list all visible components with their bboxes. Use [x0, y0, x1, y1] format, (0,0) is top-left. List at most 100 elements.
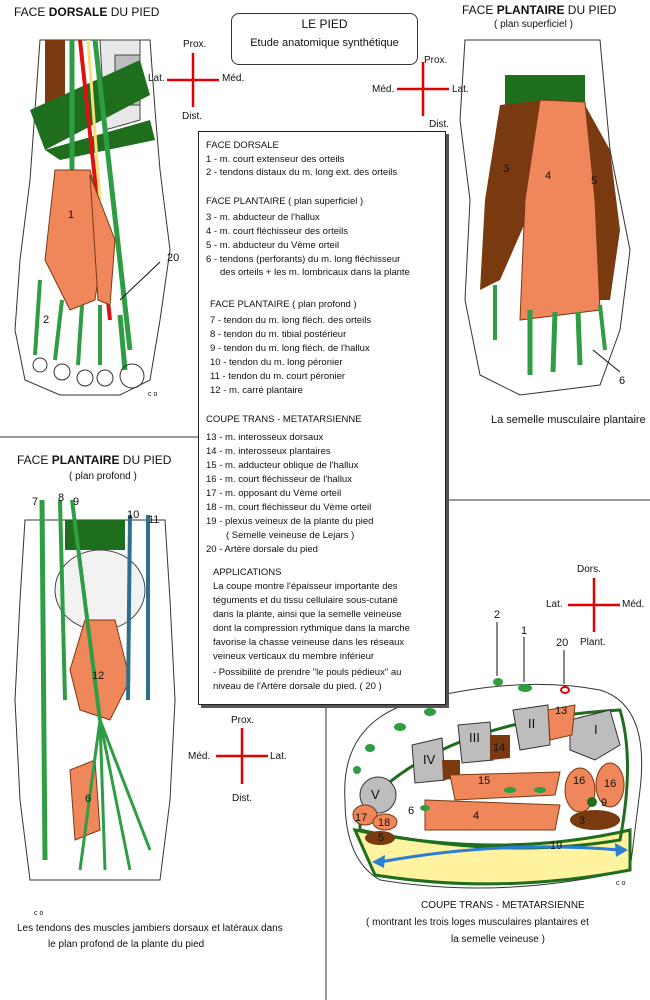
label-4: 4 — [545, 170, 552, 182]
application-text: dans la plante, ainsi que la semelle vei… — [213, 609, 402, 620]
plantar-deep-heading: FACE PLANTAIRE DU PIED — [17, 454, 171, 467]
orient-section-left: Lat. — [546, 599, 563, 610]
legend-item: 19 - plexus veineux de la plante du pied — [206, 516, 374, 527]
orient-section-right: Méd. — [622, 599, 645, 610]
legend-box: FACE DORSALE 1 - m. court extenseur des … — [198, 131, 446, 705]
roman-V: V — [371, 787, 380, 802]
signature: c o — [148, 391, 158, 398]
legend-item: 6 - tendons (perforants) du m. long fléc… — [206, 254, 401, 265]
heading-face: FACE — [14, 5, 49, 19]
section-label-1: 1 — [521, 625, 528, 637]
section-label-6: 6 — [408, 805, 415, 817]
section-caption-2: ( montrant les trois loges musculaires p… — [366, 917, 589, 928]
heading-bold: DORSALE — [48, 5, 108, 19]
heading-rest: DU PIED — [119, 453, 172, 467]
label-7: 7 — [32, 496, 39, 508]
label-5: 5 — [591, 175, 598, 187]
orient-plantar-sup-left: Méd. — [372, 84, 395, 95]
application-text: dont la compression rythmique dans la ma… — [213, 623, 410, 634]
application-text: niveau de l'Artère dorsale du pied. ( 20… — [213, 681, 382, 692]
section-label-4: 4 — [473, 810, 480, 822]
plantar-deep-caption-1: Les tendons des muscles jambiers dorsaux… — [17, 923, 283, 934]
heading-face: FACE — [462, 3, 497, 17]
section-label-13: 13 — [555, 705, 568, 717]
plantar-deep-drawing — [14, 499, 176, 881]
plantar-deep-caption-2: le plan profond de la plante du pied — [48, 939, 205, 950]
label-6: 6 — [619, 375, 626, 387]
plantar-sup-heading: FACE PLANTAIRE DU PIED — [462, 4, 616, 17]
roman-IV: IV — [423, 752, 436, 767]
section-caption-1: COUPE TRANS - METATARSIENNE — [421, 900, 585, 911]
section-label-16b: 16 — [604, 778, 617, 790]
label-12: 12 — [92, 670, 105, 682]
orient-dorsal-left: Lat. — [148, 73, 165, 84]
label-8: 8 — [58, 492, 65, 504]
signature-2: c o — [34, 910, 44, 917]
legend-item: 5 - m. abducteur du Vème orteil — [206, 240, 340, 251]
orient-section-top: Dors. — [577, 564, 601, 575]
section-label-14: 14 — [493, 742, 506, 754]
legend-item: 3 - m. abducteur de l'hallux — [206, 212, 320, 223]
cross-section-drawing — [344, 622, 643, 889]
orient-plantar-deep-left: Méd. — [188, 751, 211, 762]
heading-face: FACE — [17, 453, 52, 467]
section-label-15: 15 — [478, 775, 491, 787]
orient-plantar-sup-bottom: Dist. — [429, 119, 449, 130]
legend-item: 16 - m. court fléchisseur de l'hallux — [206, 474, 352, 485]
legend-item: 9 - tendon du m. long fléch. de l'hallux — [210, 343, 370, 354]
orient-plantar-deep-bottom: Dist. — [232, 793, 252, 804]
section-label-5: 5 — [378, 832, 385, 844]
legend-heading-plantar-sup: FACE PLANTAIRE ( plan superficiel ) — [206, 196, 364, 207]
application-text: veineux verticaux du membre inférieur — [213, 651, 375, 662]
orient-plantar-deep-right: Lat. — [270, 751, 287, 762]
label-3: 3 — [503, 163, 510, 175]
legend-item: 10 - tendon du m. long péronier — [210, 357, 343, 368]
page-subtitle: Etude anatomique synthétique — [250, 37, 399, 49]
legend-item: 8 - tendon du m. tibial postérieur — [210, 329, 347, 340]
application-text: téguments et du tissu cellulaire sous-cu… — [213, 595, 398, 606]
heading-bold: PLANTAIRE — [51, 453, 120, 467]
label-2: 2 — [43, 314, 50, 326]
label-6-deep: 6 — [85, 793, 92, 805]
label-11: 11 — [148, 514, 160, 526]
orient-plantar-sup-right: Lat. — [452, 84, 469, 95]
application-text: - Possibilité de prendre "le pouls pédie… — [213, 667, 402, 678]
heading-bold: PLANTAIRE — [496, 3, 565, 17]
section-label-9: 9 — [601, 797, 608, 809]
legend-item: 12 - m. carré plantaire — [210, 385, 303, 396]
legend-item: 13 - m. interosseux dorsaux — [206, 432, 324, 443]
legend-item: 17 - m. opposant du Vème orteil — [206, 488, 342, 499]
label-9: 9 — [73, 496, 80, 508]
section-label-19: 19 — [550, 840, 563, 852]
application-text: La coupe montre l'épaisseur importante d… — [213, 581, 398, 592]
heading-rest: DU PIED — [564, 3, 617, 17]
orientation-cross-plantar-sup — [397, 62, 449, 116]
section-label-16a: 16 — [573, 775, 586, 787]
orient-plantar-deep-top: Prox. — [231, 715, 255, 726]
legend-item: 14 - m. interosseux plantaires — [206, 446, 331, 457]
section-label-18: 18 — [378, 817, 391, 829]
orient-dorsal-right: Méd. — [222, 73, 245, 84]
legend-heading-dorsal: FACE DORSALE — [206, 140, 279, 151]
label-20: 20 — [167, 252, 180, 264]
legend-item: 15 - m. adducteur oblique de l'hallux — [206, 460, 359, 471]
section-label-2: 2 — [494, 609, 501, 621]
heading-rest: DU PIED — [107, 5, 160, 19]
legend-item: 1 - m. court extenseur des orteils — [206, 154, 345, 165]
roman-II: II — [528, 716, 536, 731]
orient-dorsal-top: Prox. — [183, 39, 207, 50]
application-text: favorise la chasse veineuse dans les rés… — [213, 637, 405, 648]
orient-section-bottom: Plant. — [580, 637, 606, 648]
legend-item: 7 - tendon du m. long fléch. des orteils — [210, 315, 372, 326]
legend-item: 11 - tendon du m. court péronier — [210, 371, 346, 382]
legend-item: 20 - Artère dorsale du pied — [206, 544, 318, 555]
plantar-deep-subheading: ( plan profond ) — [69, 471, 137, 482]
section-label-3: 3 — [579, 815, 586, 827]
section-caption-3: la semelle veineuse ) — [451, 934, 545, 945]
legend-heading-coupe: COUPE TRANS - METATARSIENNE — [206, 414, 362, 425]
signature-3: c o — [616, 880, 626, 887]
section-label-17: 17 — [355, 812, 368, 824]
plantar-sup-caption: La semelle musculaire plantaire — [491, 414, 646, 426]
legend-heading-applications: APPLICATIONS — [213, 567, 282, 578]
